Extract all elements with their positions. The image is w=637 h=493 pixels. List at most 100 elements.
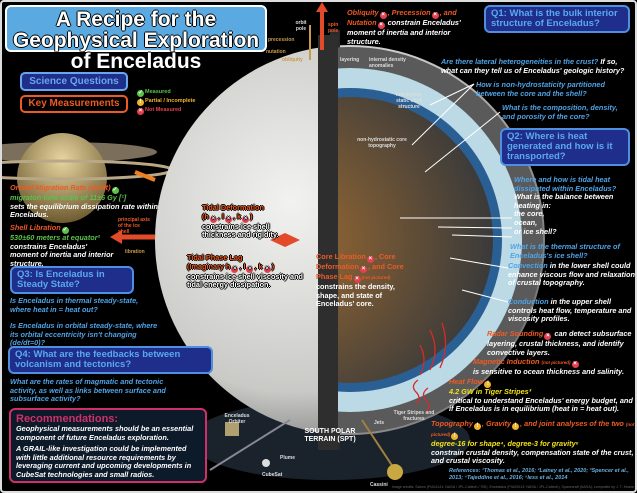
label-internal-density: internal density anomalies: [369, 57, 406, 69]
convection-label: Convection: [508, 261, 548, 270]
param-h: (Imaginary h: [187, 261, 231, 271]
label-principal-axis: principal axis of the ice shell: [118, 217, 150, 235]
recommendations-p1: Geophysical measurements should be an es…: [16, 424, 194, 442]
check-icon: ✓: [111, 187, 119, 194]
arrows: [110, 83, 513, 413]
tidal-lag-desc: constrains ice shell viscosity and tidal…: [187, 271, 303, 290]
m-heat-flow: Heat Flow: [449, 377, 484, 386]
q2-box: Q2: Where is heat generated and how is i…: [500, 128, 630, 166]
topo-value: degree-16 for shape⁴, degree-3 for gravi…: [431, 439, 579, 448]
m-tidal-phase-lag: Tidal Phase Lag: [187, 253, 243, 262]
legend-science-questions: Science Questions: [20, 72, 128, 91]
x-icon: ×: [571, 361, 579, 368]
check-icon: ✓: [137, 90, 144, 97]
label-shell-structure: non-hydro-static shell structure: [395, 92, 423, 110]
partial-icon: !: [484, 381, 492, 388]
label-enceladus-orbiter: Enceladus Orbiter: [224, 413, 250, 425]
m-gravity: , Gravity: [481, 419, 512, 428]
topo-desc: constrain crustal density, compensation …: [431, 447, 634, 466]
q1-c: What is the composition, density, and po…: [502, 103, 618, 121]
label-libration: libration: [125, 249, 145, 255]
recommendations-box: Recommendations: Geophysical measurement…: [9, 408, 207, 483]
core-measurements: Core Libration×, Core Deformation×, and …: [316, 252, 416, 309]
q4-box: Q4: What are the feedbacks between volca…: [8, 346, 213, 374]
q1-box: Q1: What is the bulk interior structure …: [484, 5, 630, 33]
x-icon: ×: [379, 12, 387, 19]
x-icon: ×: [231, 265, 239, 273]
partial-icon: !: [137, 99, 144, 106]
q1-a-question: Are there lateral heterogeneities in the…: [441, 57, 599, 66]
m-radar: Radar Sounding: [487, 329, 544, 338]
check-icon: ✓: [61, 227, 69, 234]
orbital-value: migraton time scale of 11±6 Gy [¹]: [10, 193, 127, 202]
page-title: A Recipe for the Geophysical Exploration…: [5, 5, 267, 72]
recommendations-title: Recommendations:: [16, 413, 119, 425]
q4-a: What are the rates of magmatic and tecto…: [10, 377, 166, 404]
legend-not-measured: Not Measured: [145, 107, 182, 113]
label-layering: layering: [340, 57, 360, 63]
q3-box: Q3: Is Enceladus in Steady State?: [10, 266, 134, 294]
q1-a-followup: If so, what can they tell us of Enceladu…: [441, 57, 625, 75]
x-icon: ×: [359, 266, 367, 273]
magnetic-induction: Magnetic Induction (not pictured)×is sen…: [473, 357, 634, 377]
q2-core: the core,: [514, 209, 545, 219]
conduction-desc: in the upper shell controls heat flow, t…: [508, 297, 632, 324]
recommendations-p2: A GRAIL-like investigation could be impl…: [16, 444, 192, 479]
x-icon: ×: [431, 12, 439, 19]
x-icon: ×: [263, 265, 271, 273]
label-nutation: nutation: [266, 49, 286, 55]
shell-libration: Shell Libration✓ 530±60 meters at equato…: [10, 223, 114, 268]
rotation-measurements: Obliquity×, Precession×, and Nutation× c…: [347, 8, 475, 46]
param-k: , k: [232, 211, 242, 221]
partial-icon: !: [473, 423, 481, 430]
label-precession: precession: [268, 37, 295, 43]
param-close: ): [271, 261, 275, 271]
x-icon: ×: [377, 22, 385, 29]
m-obliquity: Obliquity: [347, 8, 379, 17]
label-cubesat: CubeSat: [262, 472, 283, 478]
legend-partial: Partial / Incomplete: [145, 98, 196, 104]
status-legend: ✓Measured !Partial / Incomplete ×Not Mea…: [136, 88, 195, 115]
x-icon: ×: [209, 215, 217, 223]
m-and: , and: [439, 8, 457, 17]
q2-a-question: Where and how is tidal heat dissipated w…: [514, 175, 617, 193]
q2-a-balance: What is the balance between heating in:: [514, 192, 614, 210]
image-credits: Image credits: Saturn (PIA11141: NASA / …: [391, 485, 635, 489]
m-nutation: Nutation: [347, 18, 377, 27]
core-desc: constrains the density, shape, and state…: [316, 282, 395, 309]
x-icon: ×: [353, 276, 361, 283]
q2-shell: or ice shell?: [514, 226, 557, 236]
m-orbital-migration: Orbital Migration Rate (da/dt): [10, 183, 111, 192]
not-pictured: (not pictured): [431, 422, 635, 437]
convection: Convection in the lower shell could enha…: [508, 261, 635, 288]
x-icon: ×: [544, 333, 552, 340]
x-icon: ×: [242, 215, 250, 223]
param-k: , k: [254, 261, 263, 271]
orbital-migration: Orbital Migration Rate (da/dt)✓ migraton…: [10, 183, 170, 220]
legend-measured: Measured: [145, 89, 171, 95]
radar-desc: can detect subsurface layering, crustal …: [487, 329, 632, 357]
conduction-label: Conduction: [508, 297, 549, 306]
conduction: Conduction in the upper shell controls h…: [508, 297, 635, 324]
legend-key-measurements: Key Measurements: [20, 95, 128, 113]
heat-flow-value: 4.2 GW in Tiger Stripes³: [449, 387, 532, 396]
not-pictured: (not pictured): [361, 275, 391, 280]
partial-icon: !: [451, 433, 459, 440]
m-core-deformation: , Core Deformation: [316, 252, 396, 271]
tidal-def-desc: constrains ice shell thickness and rigid…: [202, 221, 279, 240]
label-orbit-pole: orbit pole: [295, 20, 307, 32]
m-core-libration: Core Libration: [316, 252, 366, 261]
label-cassini: Cassini: [370, 482, 388, 488]
label-jets: Jets: [374, 420, 385, 426]
param-l: , l: [239, 261, 246, 271]
m-magnetic: Magnetic Induction: [473, 357, 540, 366]
q3-b: Is Enceladus in orbital steady-state, wh…: [10, 321, 158, 348]
q2-b: What is the thermal structure of Encelad…: [510, 242, 620, 260]
topography-gravity: Topography!, Gravity!, and joint analyse…: [431, 419, 635, 466]
tidal-deformation: Tidal Deformation (h×, l×, k×) constrain…: [202, 203, 294, 240]
label-plume: Plume: [280, 455, 296, 461]
spin-axis: [309, 2, 328, 60]
label-obliquity: obliquity: [282, 57, 303, 63]
label-tiger-stripes: Tiger Stripes and fractures: [393, 410, 435, 422]
